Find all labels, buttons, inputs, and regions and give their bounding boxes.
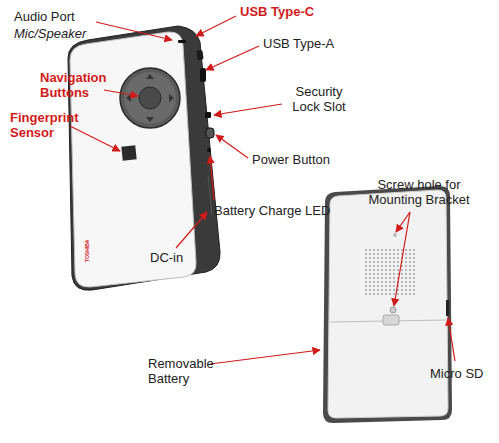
- part-label: Battery Charge LED: [214, 203, 330, 218]
- part-label: Screw hole for Mounting Bracket: [360, 177, 478, 207]
- part-label: Mic/Speaker: [14, 26, 86, 41]
- part-label: Navigation Buttons: [40, 70, 118, 100]
- brand-logo: TOSHIBA: [85, 240, 90, 262]
- part-label: USB Type-A: [263, 36, 334, 51]
- part-label: Micro SD: [430, 366, 483, 381]
- part-label: USB Type-C: [240, 4, 314, 19]
- part-label: Removable Battery: [148, 356, 224, 386]
- part-label: Security Lock Slot: [286, 84, 352, 114]
- part-label: Fingerprint Sensor: [10, 110, 90, 140]
- part-label: Power Button: [252, 152, 330, 167]
- part-label: DC-in: [150, 250, 183, 265]
- part-label: Audio Port: [14, 9, 75, 24]
